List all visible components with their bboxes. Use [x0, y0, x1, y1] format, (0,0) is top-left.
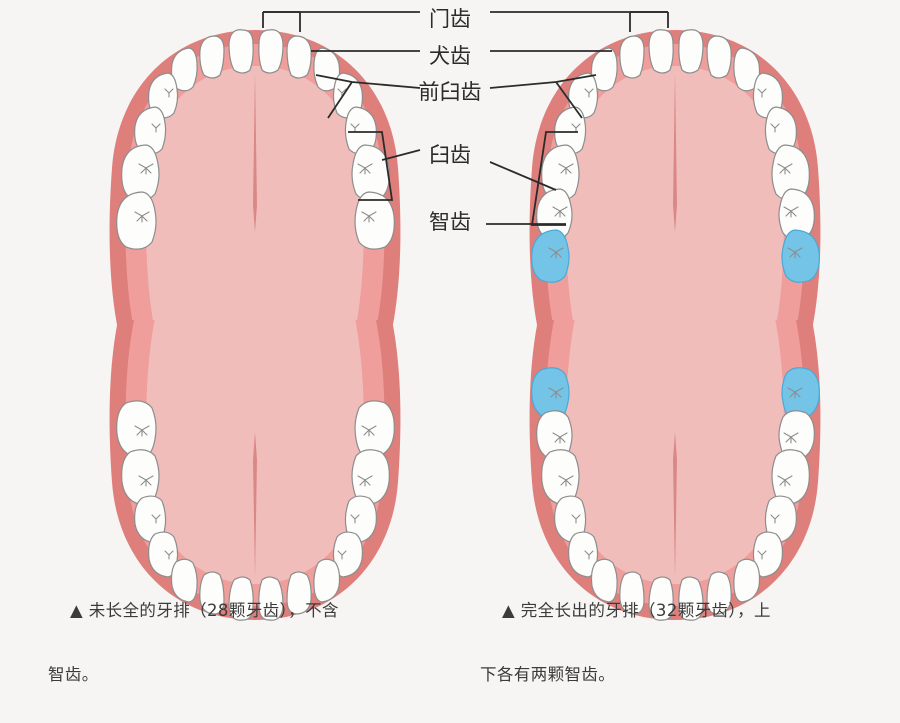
- tooth-molar: [116, 191, 157, 250]
- left-lower-jaw: [109, 318, 401, 620]
- tooth-premolar: [764, 495, 797, 544]
- caption-right-line1: ▲ 完全长出的牙排（32颗牙齿），上: [480, 595, 880, 627]
- tooth-molar: [116, 400, 157, 459]
- caption-left-diagram: ▲ 未长全的牙排（28颗牙齿），不含 智齿。: [48, 563, 448, 723]
- callout-lines: [262, 11, 669, 226]
- callout-labels: 门齿 犬齿 前臼齿 臼齿 智齿: [419, 7, 482, 234]
- caption-right-line2: 下各有两颗智齿。: [480, 665, 616, 684]
- tooth-incisor: [678, 29, 704, 74]
- tooth-incisor: [228, 576, 254, 621]
- tooth-wisdom: [531, 367, 570, 421]
- tooth-molar: [778, 410, 815, 462]
- tooth-molar: [351, 449, 390, 506]
- left-arch-diagram: [109, 29, 401, 621]
- caption-left-line1: ▲ 未长全的牙排（28颗牙齿），不含: [48, 595, 448, 627]
- tooth-incisor: [199, 571, 225, 615]
- right-lower-teeth: [531, 367, 820, 621]
- tooth-molar: [541, 449, 580, 506]
- tooth-premolar: [344, 495, 377, 544]
- left-upper-palatal-raphe: [253, 72, 257, 232]
- label-molars: 臼齿: [429, 143, 471, 167]
- tooth-incisor: [648, 29, 674, 74]
- tooth-canine: [170, 47, 198, 92]
- tooth-canine: [733, 558, 761, 603]
- molar-leader-right: [489, 161, 557, 191]
- label-incisors: 门齿: [429, 7, 471, 31]
- tooth-wisdom: [781, 229, 820, 283]
- dental-diagram-page: 门齿 犬齿 前臼齿 臼齿 智齿 ▲ 未长全的牙排（28颗牙齿），不含 智齿。 ▲…: [48, 7, 821, 684]
- tooth-molar: [354, 400, 395, 459]
- tooth-canine: [733, 47, 761, 92]
- left-lower-teeth: [116, 400, 395, 621]
- tooth-incisor: [648, 576, 674, 621]
- tooth-canine: [590, 47, 618, 92]
- tooth-canine: [590, 558, 618, 603]
- left-upper-jaw: [109, 30, 401, 332]
- caption-right-marker-and-text: ▲ 完全长出的牙排（32颗牙齿），上: [502, 601, 771, 620]
- tooth-incisor: [228, 29, 254, 74]
- label-wisdom-teeth: 智齿: [429, 210, 471, 234]
- label-canines: 犬齿: [429, 44, 471, 68]
- caption-right-diagram: ▲ 完全长出的牙排（32颗牙齿），上 下各有两颗智齿。: [480, 563, 880, 723]
- caption-left-line2: 智齿。: [48, 665, 99, 684]
- tooth-incisor: [678, 576, 704, 621]
- caption-left-marker-and-text: ▲ 未长全的牙排（28颗牙齿），不含: [70, 601, 339, 620]
- tooth-incisor: [619, 35, 645, 79]
- premolar-line-right-lower: [555, 81, 583, 119]
- tooth-incisor: [706, 571, 732, 615]
- tooth-wisdom: [781, 367, 820, 421]
- molar-bracket-right: [530, 131, 578, 226]
- right-lower-jaw: [529, 318, 821, 620]
- tooth-canine: [313, 558, 341, 603]
- tooth-incisor: [258, 29, 284, 74]
- left-lower-midline: [253, 432, 257, 578]
- premolar-line-left-lower: [327, 81, 353, 119]
- tooth-molar: [121, 449, 160, 506]
- tooth-premolar: [554, 495, 587, 544]
- molar-bracket-left: [348, 131, 394, 201]
- tooth-wisdom: [531, 229, 570, 283]
- tooth-incisor: [706, 35, 732, 79]
- tooth-incisor: [199, 35, 225, 79]
- tooth-incisor: [286, 35, 312, 79]
- left-upper-teeth: [116, 29, 395, 250]
- tooth-canine: [170, 558, 198, 603]
- right-arch-diagram: [529, 29, 821, 621]
- tooth-incisor: [286, 571, 312, 615]
- right-upper-palatal-raphe: [673, 72, 677, 232]
- dental-arch-illustration: 门齿 犬齿 前臼齿 臼齿 智齿: [109, 7, 821, 621]
- tooth-molar: [536, 410, 573, 462]
- label-premolars: 前臼齿: [419, 80, 482, 104]
- tooth-incisor: [619, 571, 645, 615]
- tooth-incisor: [258, 576, 284, 621]
- right-lower-midline: [673, 432, 677, 578]
- tooth-premolar: [134, 495, 167, 544]
- right-upper-jaw: [529, 30, 821, 332]
- molar-leader-left: [381, 149, 421, 161]
- tooth-canine: [313, 47, 341, 92]
- tooth-molar: [771, 449, 810, 506]
- right-upper-teeth: [531, 29, 820, 283]
- tooth-molar: [354, 191, 395, 250]
